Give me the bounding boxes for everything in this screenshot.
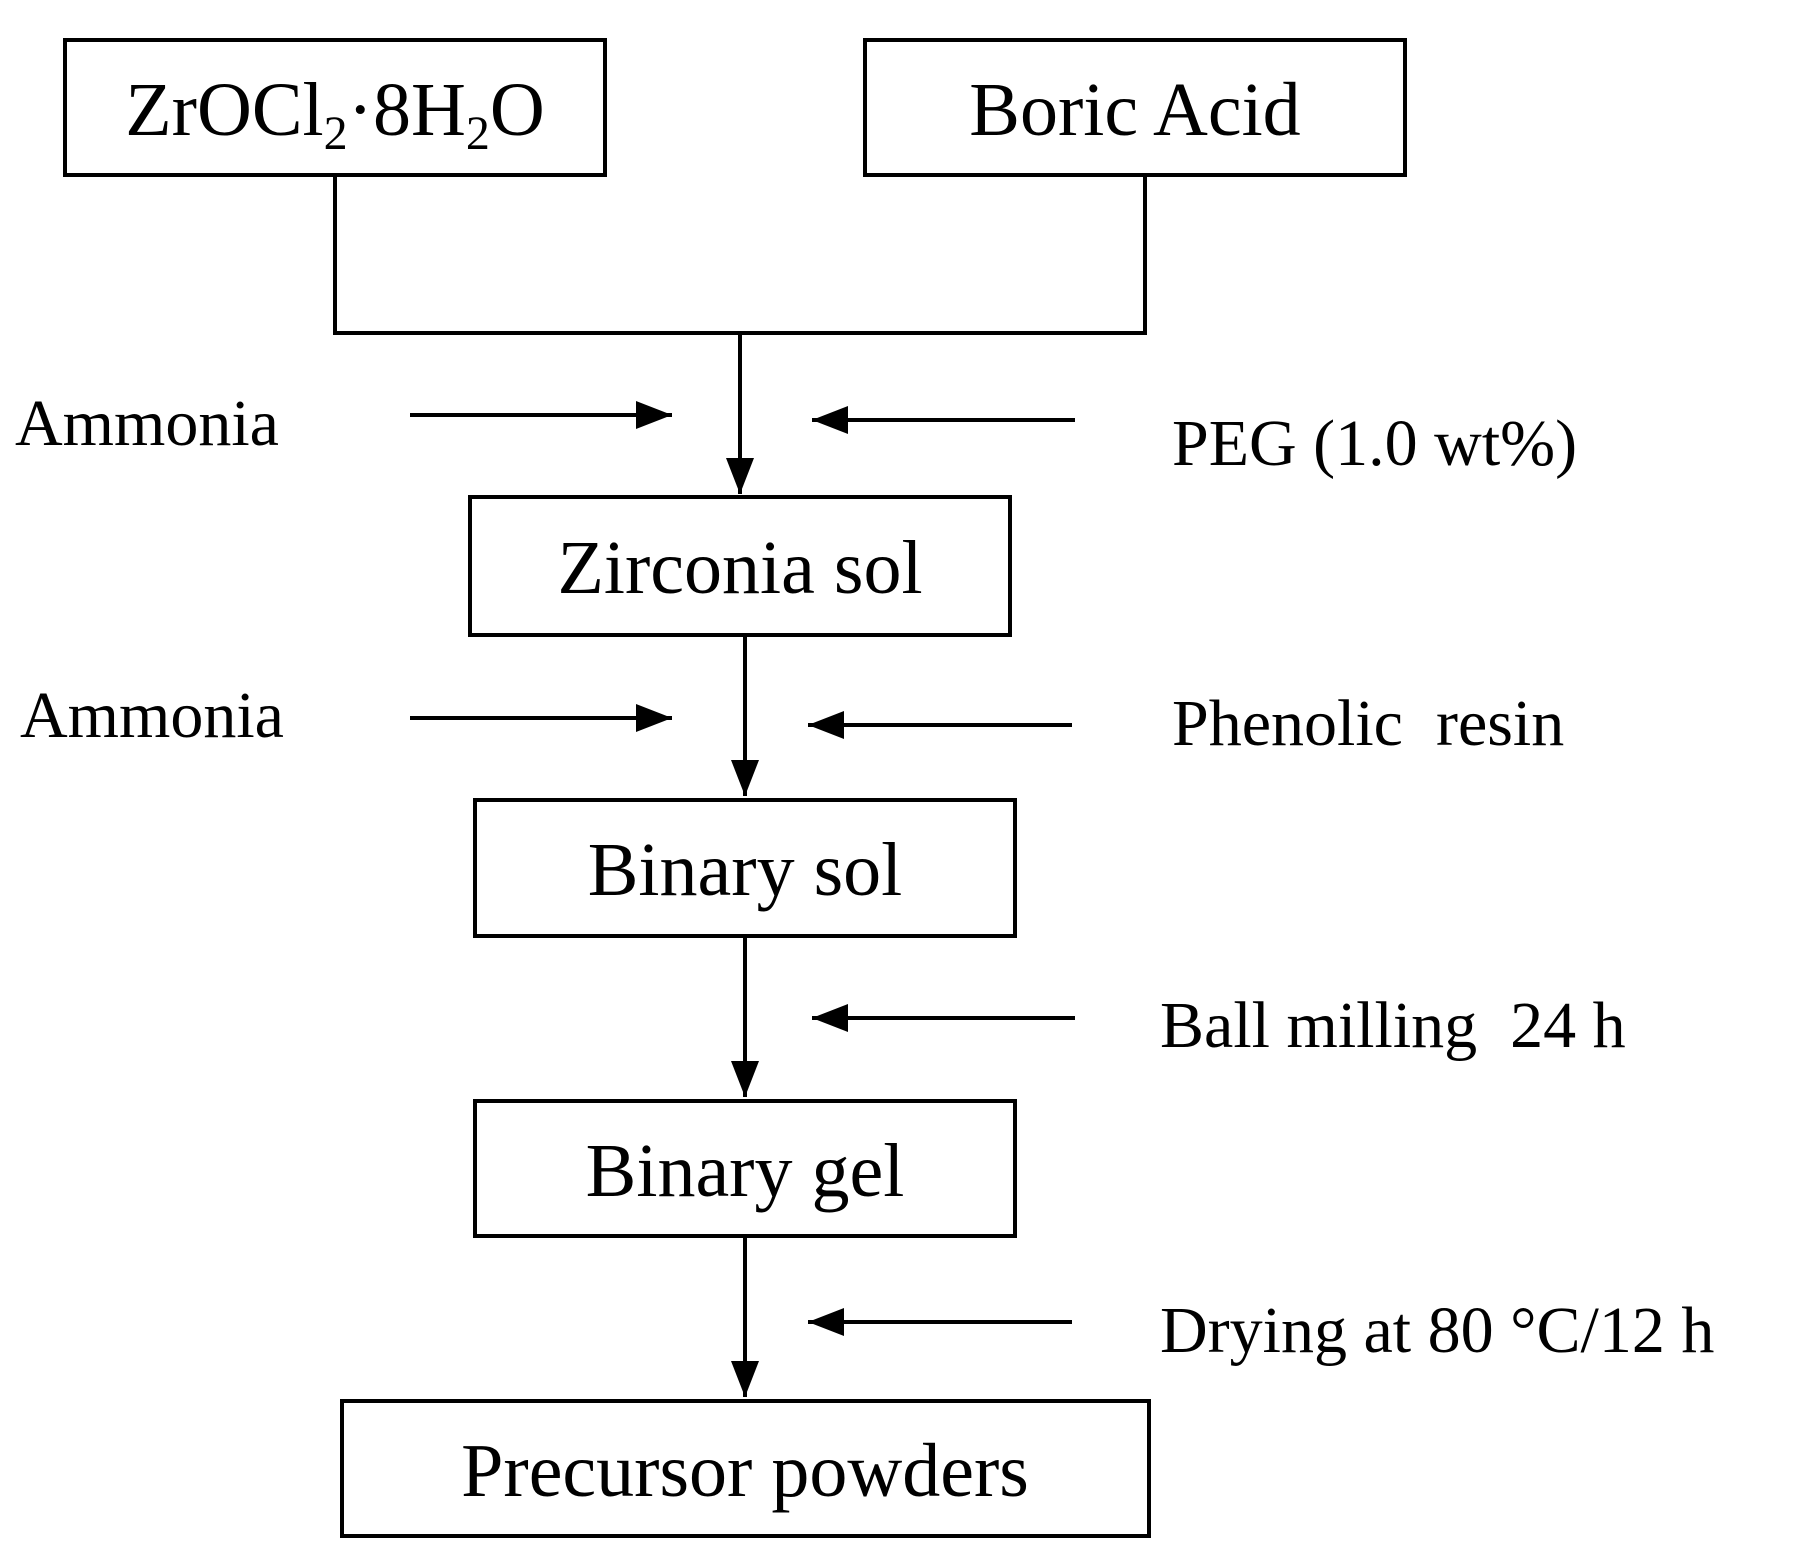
precursor-powders-label: Precursor powders: [461, 1429, 1029, 1513]
binary-gel-label: Binary gel: [586, 1129, 905, 1213]
ammonia-label-2: Ammonia: [20, 679, 284, 752]
drying-label: Drying at 80 °C/12 h: [1160, 1294, 1714, 1367]
ball-milling-label: Ball milling 24 h: [1160, 989, 1626, 1062]
boric-acid-label: Boric Acid: [969, 68, 1300, 152]
ammonia-label-1: Ammonia: [15, 387, 279, 460]
peg-label: PEG (1.0 wt%): [1172, 407, 1577, 480]
binary-sol-label: Binary sol: [588, 828, 903, 912]
formula-subscript-2: 2: [466, 107, 490, 160]
phenolic-resin-label: Phenolic resin: [1172, 687, 1564, 760]
precursor-powders-box: [340, 1399, 1151, 1538]
formula-subscript-1: 2: [324, 107, 348, 160]
formula-part-3: O: [490, 68, 545, 152]
binary-sol-box: [473, 798, 1017, 938]
zirconia-sol-label: Zirconia sol: [557, 526, 922, 610]
zirconium-salt-label: ZrOCl2·8H2O: [125, 68, 545, 160]
merge-connector: [333, 175, 1147, 335]
zirconium-salt-box: [63, 38, 607, 177]
boric-acid-box: [863, 38, 1407, 177]
formula-part-2: ·8H: [348, 68, 466, 152]
zirconia-sol-box: [468, 495, 1012, 637]
formula-part-1: ZrOCl: [125, 68, 323, 152]
